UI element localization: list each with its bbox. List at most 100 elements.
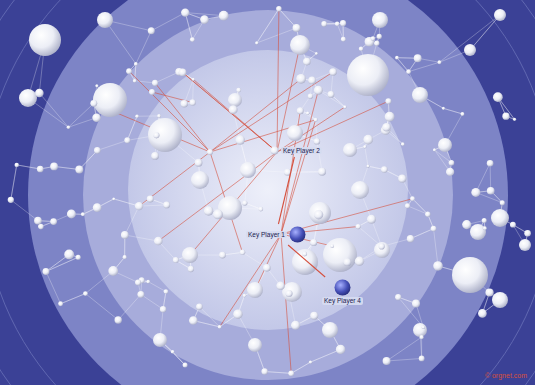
- sphere: [83, 291, 88, 296]
- sphere: [287, 125, 303, 141]
- middle-zone: [83, 10, 453, 380]
- sphere: [519, 239, 531, 251]
- sphere: [151, 152, 159, 160]
- sphere: [314, 118, 318, 122]
- sphere: [93, 83, 127, 117]
- sphere: [182, 247, 198, 263]
- sphere: [335, 22, 340, 27]
- sphere: [181, 8, 189, 16]
- core-zone: [128, 50, 408, 330]
- sphere: [43, 268, 50, 275]
- sphere: [306, 112, 309, 115]
- sphere: [146, 280, 150, 284]
- sphere: [359, 47, 364, 52]
- sphere: [126, 68, 132, 74]
- sphere: [81, 212, 85, 216]
- sphere: [385, 98, 391, 104]
- sphere: [374, 41, 379, 46]
- key-player-sphere: [289, 226, 306, 243]
- sphere: [157, 114, 161, 118]
- sphere: [487, 187, 495, 195]
- key-player-node: Key Player 2: [270, 146, 322, 155]
- sphere: [263, 264, 271, 272]
- sphere: [343, 143, 357, 157]
- sphere: [372, 12, 388, 28]
- sphere: [92, 113, 100, 121]
- sphere: [494, 9, 506, 21]
- sphere: [15, 163, 19, 167]
- sphere: [363, 135, 373, 145]
- sphere: [406, 69, 411, 74]
- sphere: [343, 105, 346, 108]
- sphere: [464, 44, 476, 56]
- sphere: [341, 37, 346, 42]
- sphere: [478, 309, 487, 318]
- sphere: [323, 238, 357, 272]
- sphere: [94, 147, 101, 154]
- network-spheres: [8, 6, 531, 376]
- sphere: [355, 257, 364, 266]
- node-label: Key Player 2: [281, 147, 322, 155]
- sphere: [240, 162, 256, 178]
- sphere: [366, 165, 369, 168]
- outer-zone: [28, 0, 508, 385]
- sphere: [329, 68, 336, 75]
- key-links: [94, 9, 413, 374]
- sphere: [524, 230, 531, 237]
- sphere: [228, 93, 242, 107]
- sphere: [462, 220, 471, 229]
- sphere: [431, 226, 437, 232]
- sphere: [314, 138, 320, 144]
- sphere: [395, 56, 399, 60]
- sphere: [297, 107, 304, 114]
- sphere: [160, 306, 166, 312]
- sphere: [433, 261, 443, 271]
- sphere: [134, 62, 138, 66]
- sphere: [500, 200, 505, 205]
- sphere: [196, 303, 203, 310]
- sphere: [200, 15, 209, 24]
- sphere: [282, 282, 302, 302]
- sphere: [240, 250, 246, 256]
- sphere: [248, 338, 262, 352]
- sphere: [148, 27, 155, 34]
- hub-sphere: [149, 89, 155, 95]
- sphere: [171, 350, 175, 354]
- sphere: [290, 35, 310, 55]
- sphere: [510, 222, 516, 228]
- sphere: [76, 255, 81, 260]
- sphere: [288, 370, 294, 376]
- sphere: [471, 188, 480, 197]
- key-player-node: Key Player 4: [322, 279, 363, 305]
- key-player-sphere: [270, 146, 279, 155]
- sphere: [356, 224, 361, 229]
- sphere: [173, 257, 179, 263]
- sphere: [487, 160, 494, 167]
- sphere: [235, 135, 245, 145]
- sphere: [351, 181, 369, 199]
- sphere: [191, 171, 209, 189]
- sphere: [410, 196, 415, 201]
- sphere: [336, 345, 346, 355]
- sphere: [204, 206, 213, 215]
- sphere: [420, 335, 424, 339]
- sphere: [195, 159, 203, 167]
- sphere: [34, 217, 42, 225]
- sphere: [381, 166, 388, 173]
- sphere: [97, 12, 113, 28]
- sphere: [367, 215, 376, 224]
- sphere: [190, 37, 195, 42]
- sphere: [309, 202, 331, 224]
- key-link: [278, 157, 294, 224]
- sphere: [255, 41, 258, 44]
- sphere: [219, 252, 226, 259]
- sphere: [330, 244, 334, 248]
- sphere: [292, 249, 318, 275]
- sphere: [179, 68, 187, 76]
- sphere: [438, 60, 442, 64]
- sphere: [383, 357, 391, 365]
- sphere: [114, 316, 121, 323]
